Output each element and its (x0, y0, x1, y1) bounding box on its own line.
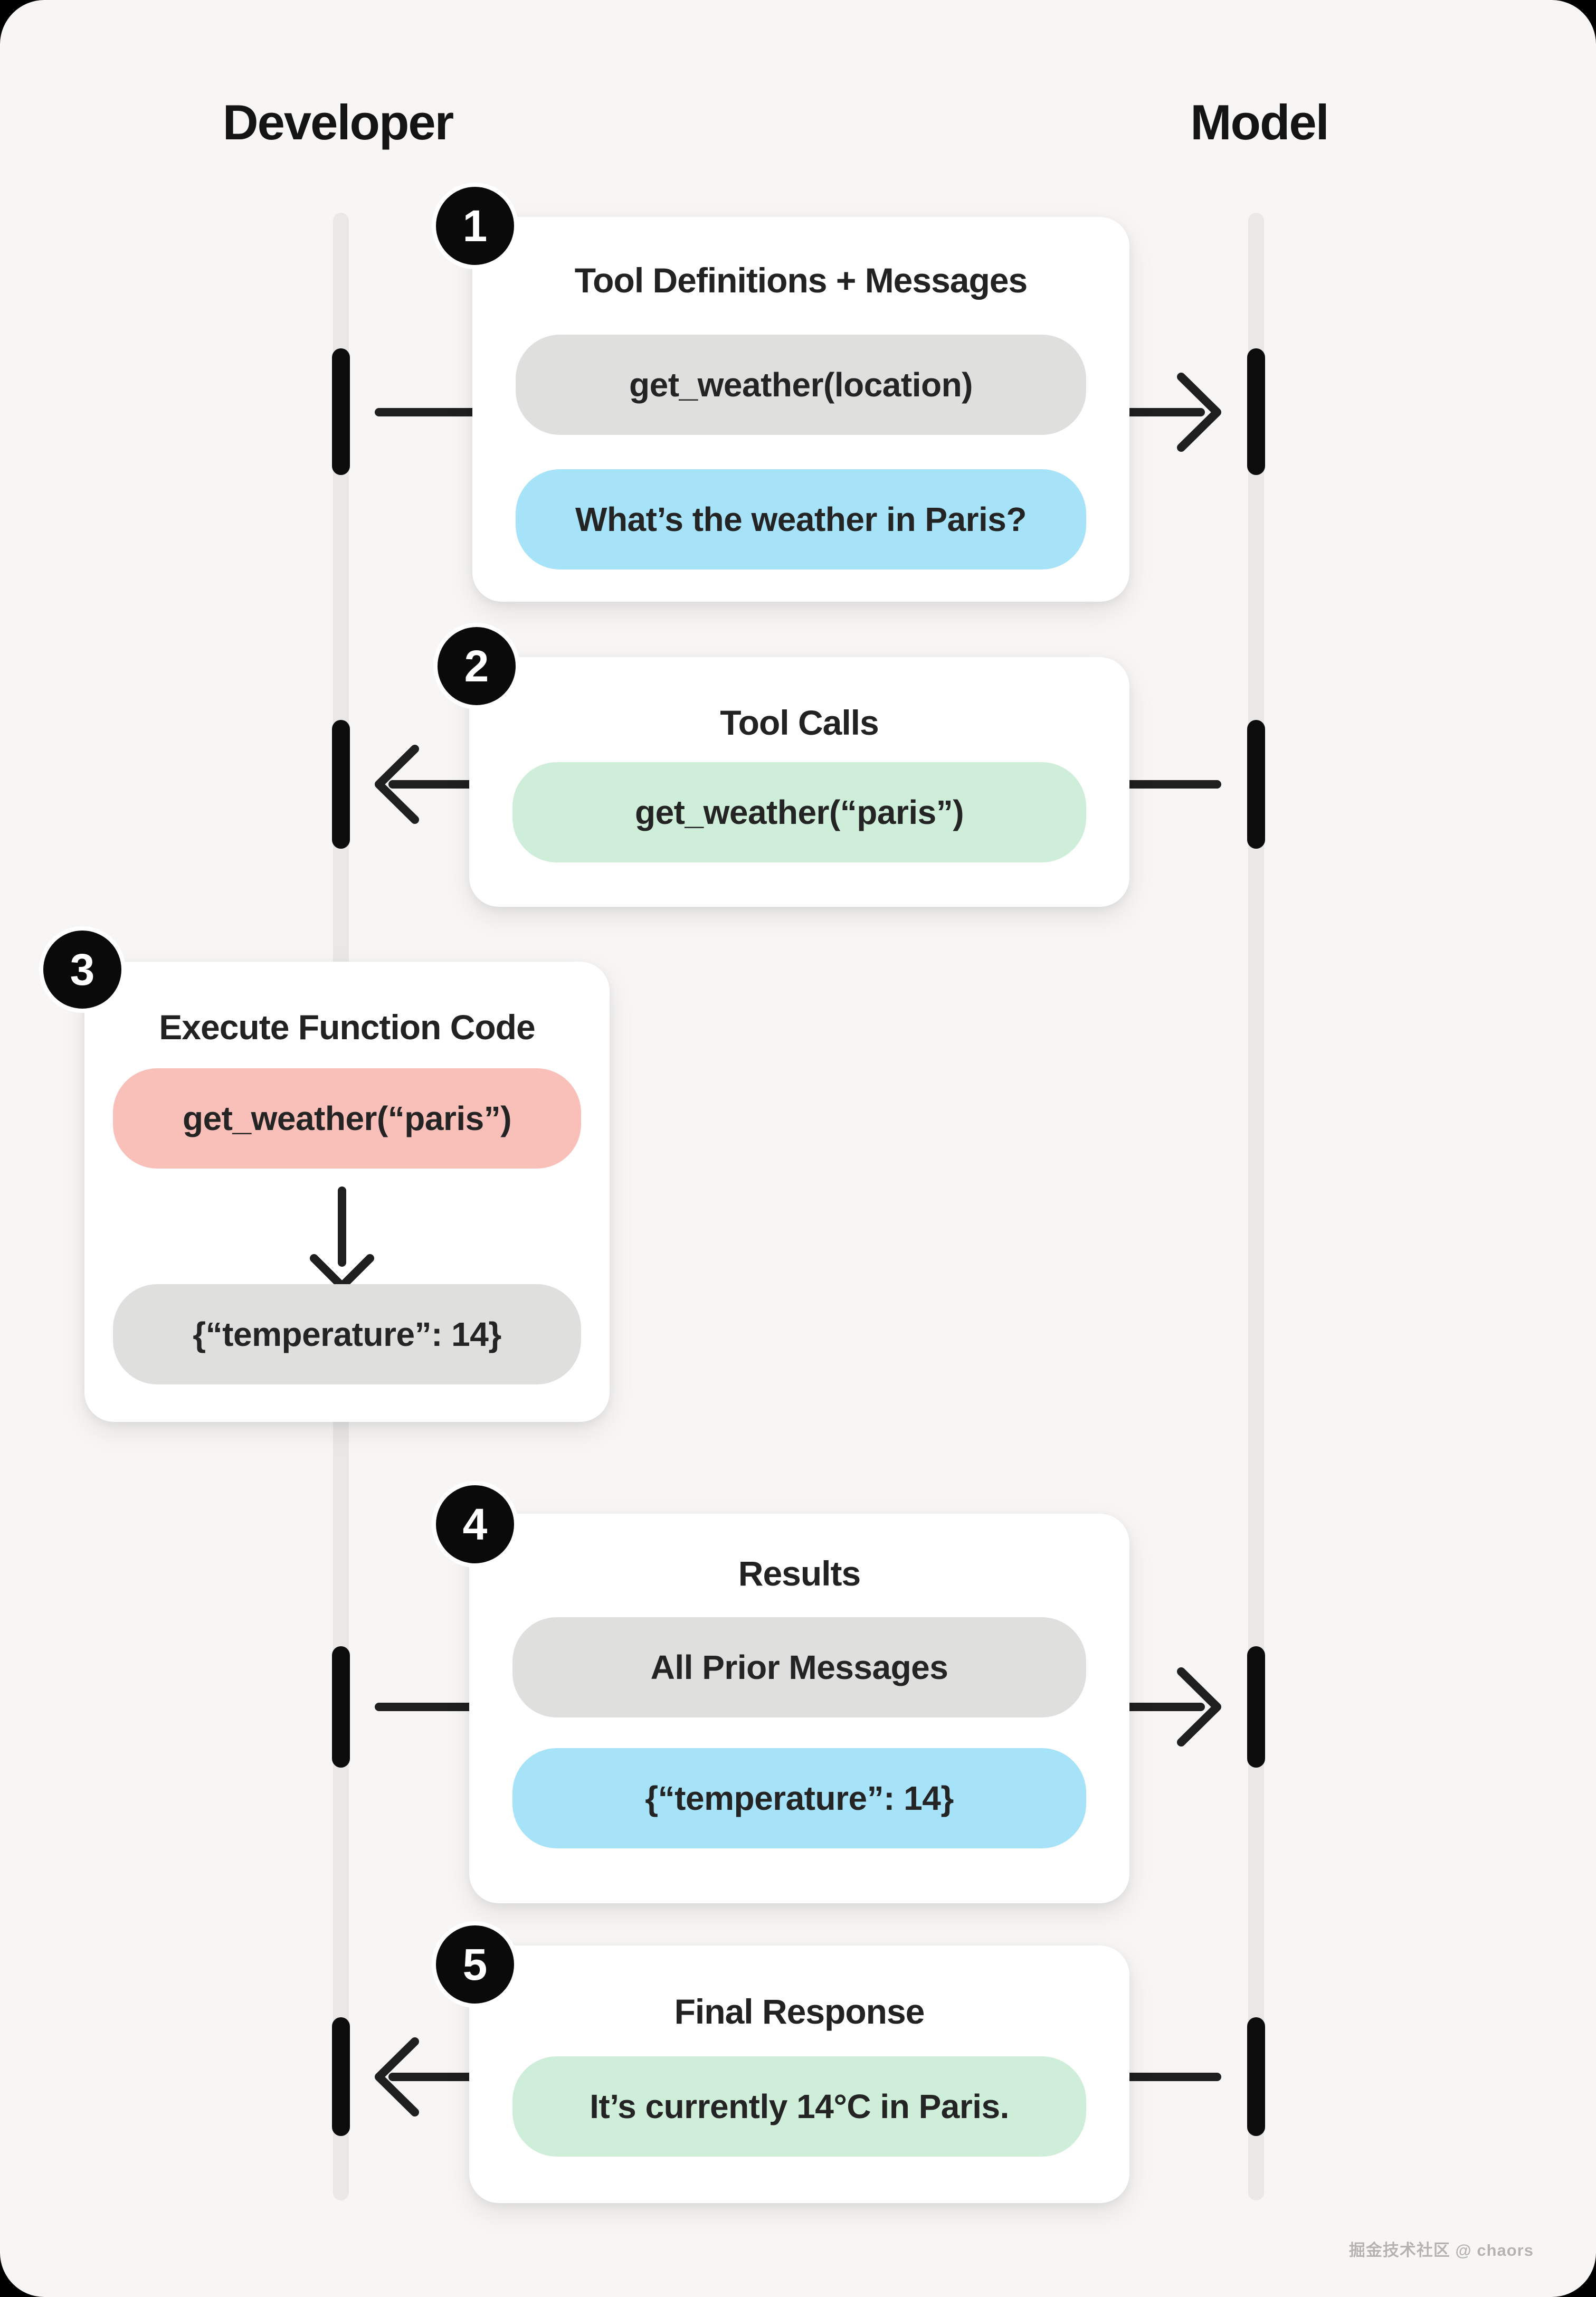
developer-activation-step1 (332, 348, 350, 475)
card-title: Tool Definitions + Messages (574, 261, 1028, 300)
model-activation-step4 (1247, 1646, 1265, 1768)
card-execute-function: Execute Function Code get_weather(“paris… (84, 962, 610, 1422)
card-tool-calls: Tool Calls get_weather(“paris”) (469, 657, 1129, 907)
pill-function-invocation: get_weather(“paris”) (113, 1068, 581, 1169)
card-title: Tool Calls (720, 703, 879, 742)
model-activation-step1 (1247, 348, 1265, 475)
watermark: 掘金技术社区 @ chaors (1348, 2241, 1534, 2260)
pill-user-message: What’s the weather in Paris? (516, 469, 1086, 569)
step4-number-badge: 4 (432, 1481, 518, 1568)
arrow-head (1177, 1667, 1221, 1747)
pill-tool-definition: get_weather(location) (516, 335, 1086, 435)
pill-prior-messages: All Prior Messages (512, 1617, 1086, 1717)
card-final-response: Final Response It’s currently 14°C in Pa… (469, 1945, 1129, 2203)
step1-number-badge: 1 (432, 183, 518, 269)
pill-result-message: {“temperature”: 14} (512, 1748, 1086, 1848)
card-results: Results All Prior Messages {“temperature… (469, 1514, 1129, 1903)
card-tool-definitions: Tool Definitions + Messages get_weather(… (472, 217, 1129, 602)
card-title: Execute Function Code (159, 1008, 535, 1047)
card-title: Final Response (674, 1992, 925, 2031)
model-activation-step5 (1247, 2017, 1265, 2136)
pill-function-result: {“temperature”: 14} (113, 1284, 581, 1384)
developer-activation-step4 (332, 1646, 350, 1768)
developer-activation-step2 (332, 720, 350, 849)
model-column-label: Model (1190, 94, 1329, 150)
pill-tool-call: get_weather(“paris”) (512, 762, 1086, 862)
step2-number-badge: 2 (433, 623, 520, 709)
step5-number-badge: 5 (432, 1921, 518, 2008)
arrow-head (375, 2037, 419, 2116)
arrow-head (1177, 373, 1221, 452)
card-title: Results (738, 1554, 861, 1593)
developer-activation-step5 (332, 2017, 350, 2136)
model-activation-step2 (1247, 720, 1265, 849)
model-lifeline (1248, 213, 1264, 2200)
developer-column-label: Developer (222, 94, 454, 150)
pill-final-response: It’s currently 14°C in Paris. (512, 2056, 1086, 2157)
arrow-head (375, 745, 419, 824)
step3-number-badge: 3 (39, 926, 126, 1013)
